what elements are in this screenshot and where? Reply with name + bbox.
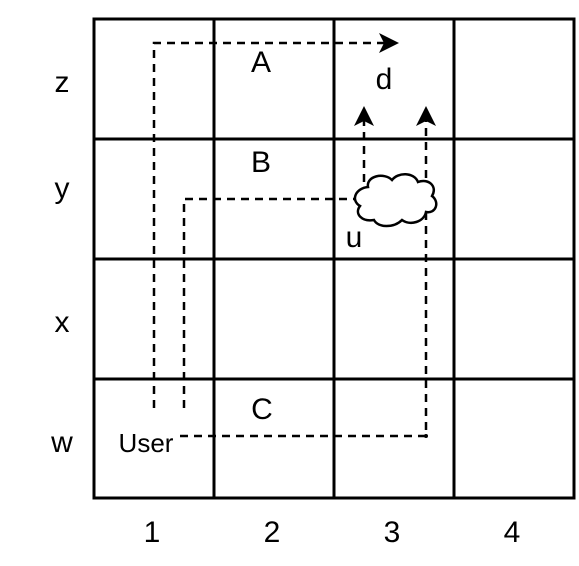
- label-a: A: [251, 46, 271, 79]
- path-user-via-cloud: [180, 106, 436, 438]
- column-label-2: 2: [264, 516, 281, 549]
- row-label-z: z: [55, 66, 70, 99]
- cloud-icon: [353, 173, 438, 228]
- path-user-to-d: [152, 33, 399, 408]
- label-d: d: [376, 63, 393, 96]
- column-label-1: 1: [144, 516, 161, 549]
- grid: [92, 17, 576, 500]
- path-user-to-u: [182, 106, 374, 408]
- row-label-w: w: [50, 426, 73, 459]
- column-label-4: 4: [504, 516, 521, 549]
- label-u: u: [346, 221, 363, 254]
- row-label-x: x: [55, 306, 70, 339]
- label-c: C: [251, 393, 273, 426]
- path-corner-dot: [424, 434, 428, 438]
- row-label-y: y: [55, 172, 70, 205]
- label-user: User: [119, 428, 174, 458]
- label-b: B: [251, 146, 271, 179]
- column-label-3: 3: [384, 516, 401, 549]
